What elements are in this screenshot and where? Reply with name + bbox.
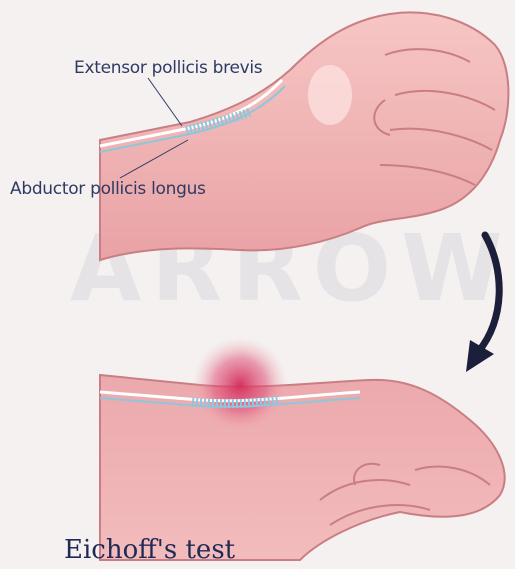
label-abductor-pollicis-longus: Abductor pollicis longus xyxy=(10,179,206,199)
hand-neutral xyxy=(100,12,508,260)
leader-line-epb xyxy=(148,78,182,126)
forearm-hand-top xyxy=(100,12,508,260)
label-extensor-pollicis-brevis: Extensor pollicis brevis xyxy=(74,58,262,78)
pain-spot xyxy=(192,337,288,433)
caption: Eichoff's test xyxy=(64,535,235,565)
hand-deviated xyxy=(100,337,505,560)
ulnar-deviation-arrow xyxy=(466,235,499,372)
arrow-shaft xyxy=(478,235,499,352)
highlight xyxy=(308,65,352,125)
